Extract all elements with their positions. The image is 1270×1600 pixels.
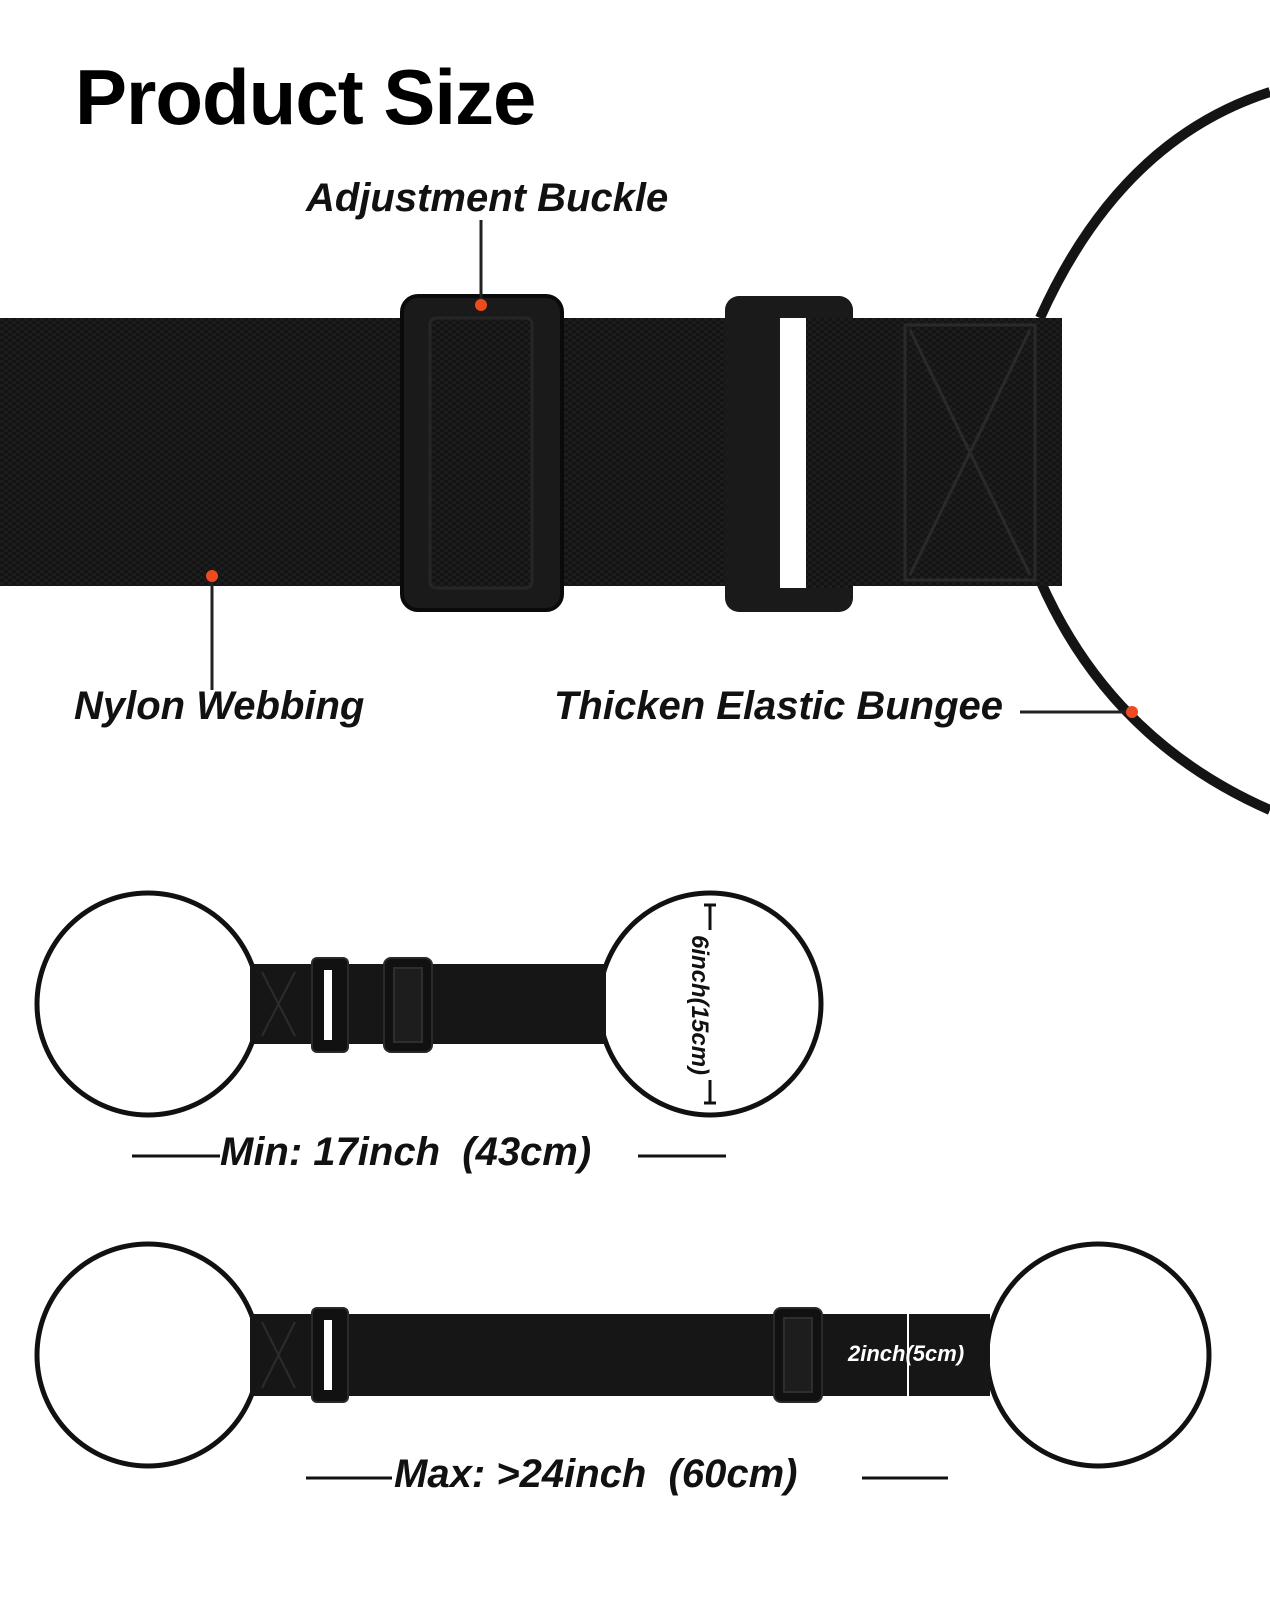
closeup-bungee-loop <box>1035 87 1270 321</box>
max-right-loop <box>984 1241 1212 1469</box>
closeup-slider-buckle <box>725 296 853 612</box>
max-webbing <box>250 1314 990 1396</box>
min-strap-diagram <box>34 890 824 1158</box>
strap-width-label: 2inch(5cm) <box>848 1341 965 1366</box>
buckle-callout-dot <box>475 299 487 311</box>
max-length-label: Max: >24inch (60cm) <box>394 1452 798 1496</box>
bungee-label: Thicken Elastic Bungee <box>554 684 1004 728</box>
buckle-label: Adjustment Buckle <box>306 176 669 220</box>
max-strap-diagram <box>34 1241 1212 1480</box>
page-title: Product Size <box>75 53 536 141</box>
max-left-loop <box>34 1241 262 1469</box>
min-left-loop <box>34 890 262 1118</box>
webbing-label: Nylon Webbing <box>74 684 365 728</box>
closeup-strap <box>0 87 1270 815</box>
min-length-label: Min: 17inch (43cm) <box>220 1130 592 1174</box>
closeup-adjustment-buckle <box>400 294 564 612</box>
loop-diameter-label: 6inch(15cm) <box>686 935 713 1076</box>
bungee-callout-dot <box>1126 706 1138 718</box>
webbing-callout-dot <box>206 570 218 582</box>
